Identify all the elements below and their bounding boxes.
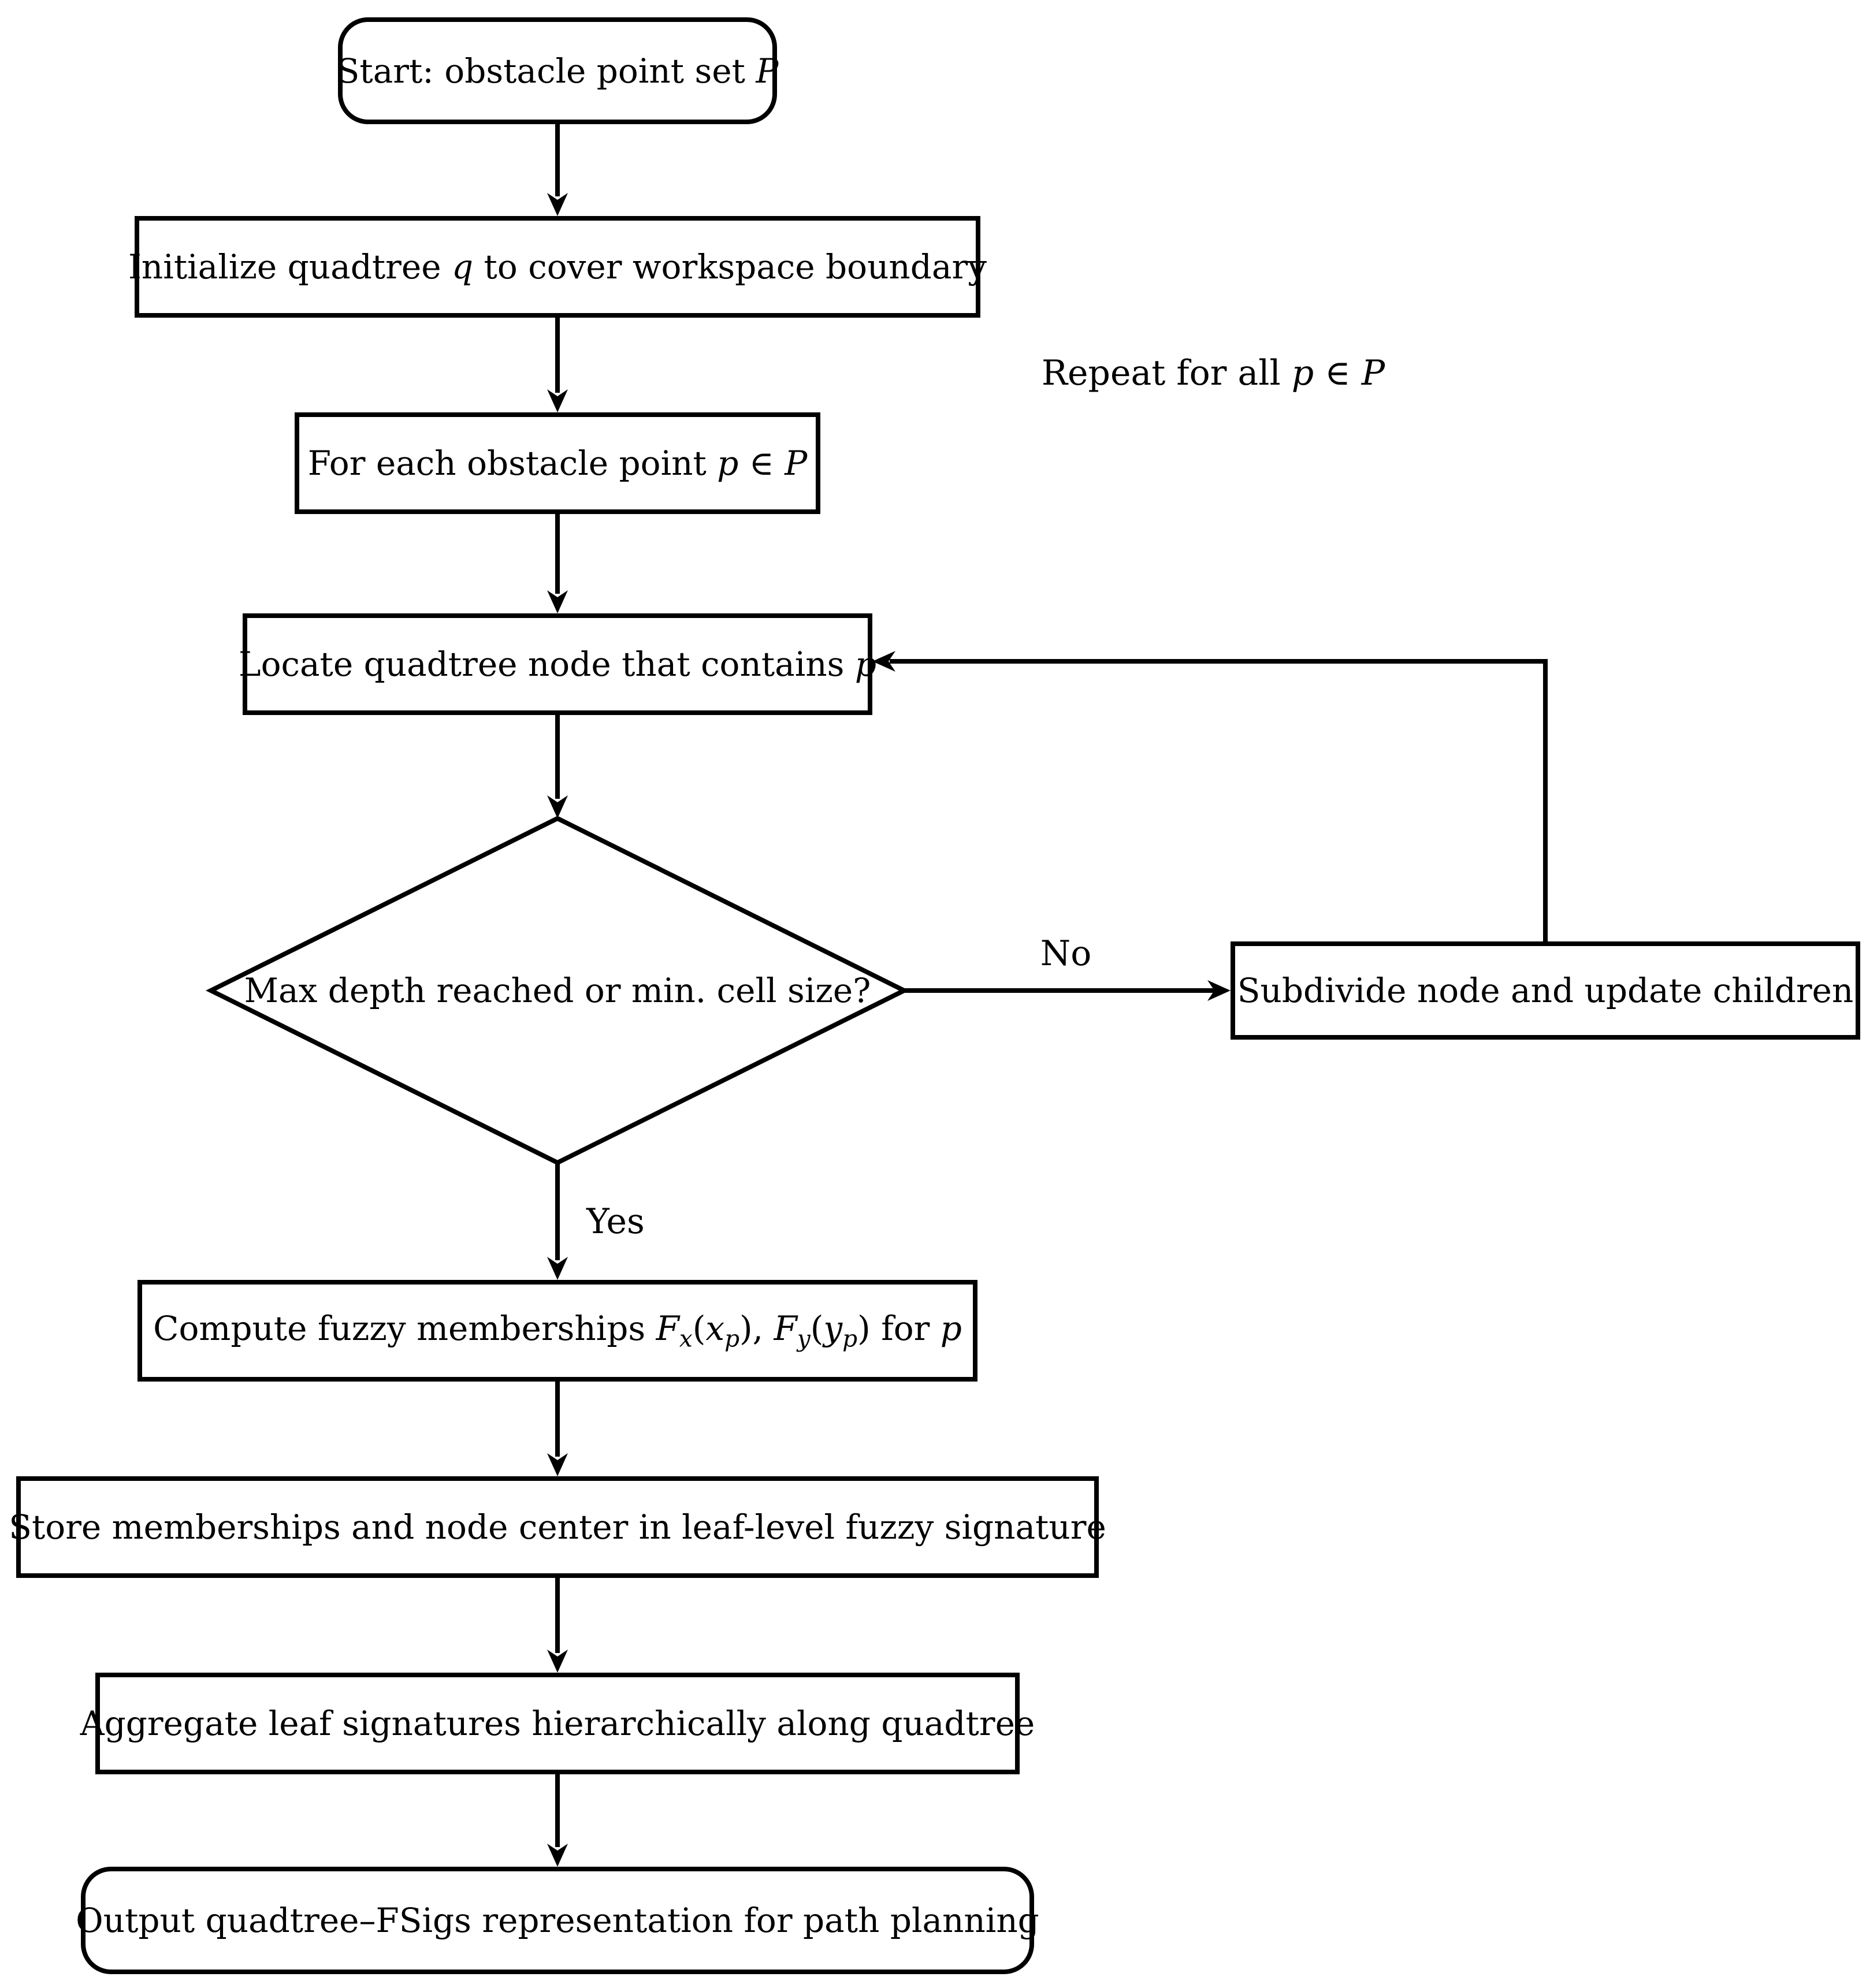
node-subdivide-label: Subdivide node and update children: [1237, 971, 1854, 1010]
node-decision-max-depth: Max depth reached or min. cell size?: [211, 818, 904, 1163]
node-decision-label: Max depth reached or min. cell size?: [244, 971, 871, 1010]
arrowhead-into-compute: [547, 1257, 568, 1280]
node-aggregate-label: Aggregate leaf signatures hierarchically…: [80, 1704, 1035, 1743]
node-locate-label: Locate quadtree node that contains p: [239, 645, 876, 684]
node-start: Start: obstacle point set P: [336, 17, 779, 124]
edge-label-repeat: Repeat for all p ∈ P: [1034, 344, 1392, 402]
edge-subdivide-loop-locate: [890, 659, 1548, 941]
node-output-label: Output quadtree–FSigs representation for…: [76, 1901, 1039, 1940]
arrowhead-into-output: [547, 1844, 568, 1867]
edge-label-yes-text: Yes: [586, 1201, 645, 1242]
edge-label-yes: Yes: [571, 1197, 660, 1246]
node-foreach-label: For each obstacle point p ∈ P: [307, 444, 808, 483]
arrowhead-into-locate-top: [547, 590, 568, 613]
node-foreach-point: For each obstacle point p ∈ P: [295, 412, 820, 514]
node-aggregate-signatures: Aggregate leaf signatures hierarchically…: [80, 1673, 1035, 1774]
arrowhead-into-foreach: [547, 389, 568, 412]
node-compute-label: Compute fuzzy memberships Fx(xp), Fy(yp)…: [153, 1308, 962, 1352]
node-compute-memberships: Compute fuzzy memberships Fx(xp), Fy(yp)…: [137, 1280, 977, 1382]
node-start-label: Start: obstacle point set P: [336, 51, 779, 91]
edge-label-no: No: [1023, 928, 1109, 980]
edge-label-no-text: No: [1040, 933, 1092, 974]
arrowhead-into-init: [547, 193, 568, 216]
arrowhead-into-decision: [547, 795, 568, 818]
arrowhead-into-subdivide: [1207, 980, 1231, 1001]
node-subdivide: Subdivide node and update children: [1231, 941, 1860, 1040]
arrowhead-into-locate-right: [872, 651, 895, 672]
node-output: Output quadtree–FSigs representation for…: [76, 1867, 1039, 1974]
arrowhead-into-store: [547, 1453, 568, 1476]
arrowhead-into-aggregate: [547, 1650, 568, 1673]
node-initialize-label: Initialize quadtree q to cover workspace…: [128, 247, 987, 286]
node-store-signature: Store memberships and node center in lea…: [9, 1476, 1106, 1578]
node-store-label: Store memberships and node center in lea…: [9, 1507, 1106, 1547]
node-locate-node: Locate quadtree node that contains p: [239, 613, 876, 715]
edge-label-repeat-text: Repeat for all p ∈ P: [1041, 353, 1385, 393]
node-initialize-quadtree: Initialize quadtree q to cover workspace…: [128, 216, 987, 318]
